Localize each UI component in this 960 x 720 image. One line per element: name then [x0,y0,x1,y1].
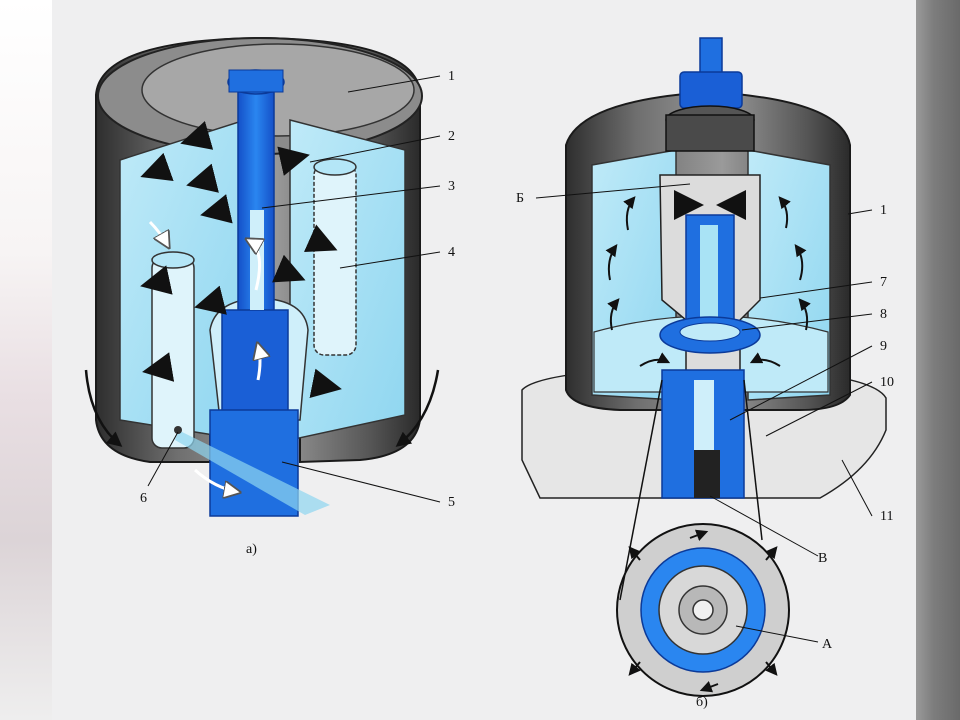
callout-2: 2 [448,129,455,144]
jet-tube-right [313,158,357,356]
right-filter [521,37,887,697]
callout-6: 6 [140,491,147,506]
callout-1-right: 1 [880,203,887,218]
left-filter [84,36,440,517]
callout-7: 7 [880,275,887,290]
callout-10: 10 [880,375,894,390]
callout-4: 4 [448,245,455,260]
caption-a: а) [246,542,257,557]
right-callout-lines [535,183,873,643]
slide-left-edge [0,0,52,720]
label-A: А [822,637,833,652]
section-inset [616,523,790,697]
callout-11: 11 [880,509,893,524]
left-callout-lines [147,75,441,503]
callout-3: 3 [448,179,455,194]
label-B-cyr: Б [516,191,524,206]
callout-8: 8 [880,307,887,322]
slide-right-band [916,0,960,720]
callout-5: 5 [448,495,455,510]
callout-9: 9 [880,339,887,354]
caption-b: б) [696,695,708,710]
label-V: В [818,551,827,566]
callout-1-left: 1 [448,69,455,84]
